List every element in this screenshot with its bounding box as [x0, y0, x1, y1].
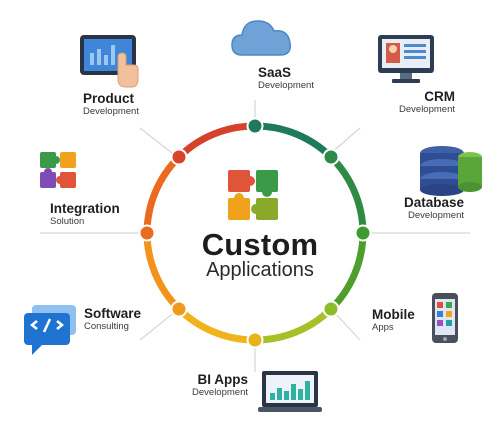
label-integration: Integration Solution [50, 201, 120, 228]
puzzle-icon [40, 152, 76, 188]
label-product: Product Development [83, 91, 139, 118]
label-database-title: Database [403, 195, 464, 210]
label-bi-subtitle: Development [192, 387, 248, 399]
label-saas-subtitle: Development [258, 80, 314, 92]
connector-mobile [332, 310, 361, 341]
node-database [354, 224, 372, 242]
node-product [170, 148, 188, 166]
label-saas: SaaS Development [258, 65, 314, 92]
label-database-subtitle: Development [408, 210, 464, 222]
label-crm: CRM Development [390, 89, 455, 116]
label-product-title: Product [83, 91, 135, 106]
label-saas-title: SaaS [258, 65, 292, 80]
cloud-icon [231, 20, 292, 56]
label-software: Software Consulting [84, 306, 142, 333]
monitor-icon [378, 35, 434, 83]
label-mobile: Mobile Apps [372, 307, 415, 334]
tablet-hand-icon [80, 35, 139, 88]
node-saas [246, 117, 264, 135]
center-title: Custom [201, 227, 319, 262]
label-crm-title: CRM [424, 89, 455, 104]
node-software [170, 300, 188, 318]
node-crm [322, 148, 340, 166]
ring-arc-8 [176, 122, 256, 160]
center-puzzle-icon [228, 170, 278, 220]
label-crm-subtitle: Development [399, 104, 455, 116]
center-subtitle: Applications [206, 259, 314, 281]
ring-arc-4 [254, 306, 334, 344]
node-mobile [322, 300, 340, 318]
label-mobile-title: Mobile [372, 307, 415, 322]
smartphone-icon [432, 293, 458, 343]
code-chat-icon [24, 305, 76, 355]
database-icon [420, 146, 482, 196]
laptop-chart-icon [258, 371, 322, 412]
node-integration [138, 224, 156, 242]
ring-arc-5 [176, 306, 256, 344]
node-bi [246, 331, 264, 349]
label-product-subtitle: Development [83, 106, 139, 118]
label-software-title: Software [84, 306, 142, 321]
ring-arc-7 [143, 154, 182, 234]
ring-arc-2 [328, 154, 367, 234]
label-integration-subtitle: Solution [50, 216, 85, 228]
label-bi: BI Apps Development [178, 372, 249, 399]
ring-arc-1 [254, 122, 334, 160]
connector-software [139, 310, 177, 341]
label-database: Database Development [386, 195, 464, 222]
ring-nodes [138, 117, 372, 349]
label-integration-title: Integration [50, 201, 120, 216]
connector-product [139, 127, 178, 158]
label-bi-title: BI Apps [197, 372, 249, 387]
label-mobile-subtitle: Apps [372, 322, 394, 334]
label-software-subtitle: Consulting [84, 321, 129, 333]
